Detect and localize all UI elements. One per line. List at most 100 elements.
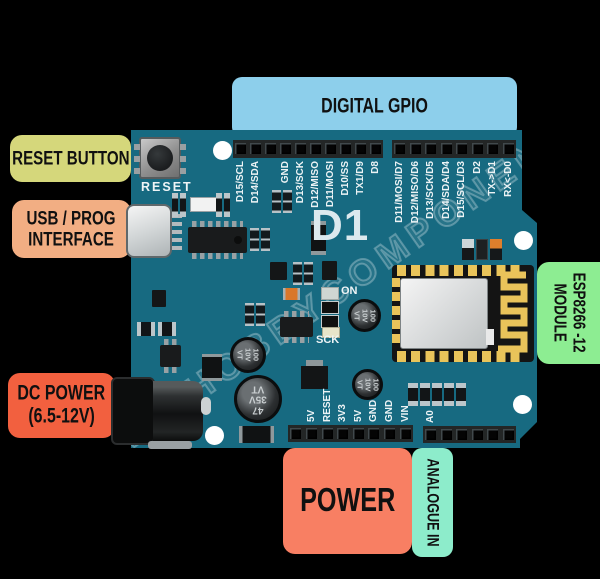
dc-jack-barrel xyxy=(153,381,203,441)
callout-dc-power: DC POWER (6.5-12V) xyxy=(8,373,115,438)
pin-hole xyxy=(471,429,483,440)
pin-hole xyxy=(440,429,452,440)
dc-jack-pin xyxy=(201,397,211,415)
smd-fuse xyxy=(283,288,300,300)
smd-resistor xyxy=(137,322,155,336)
pin-hole xyxy=(352,428,364,439)
pin-label-d10-ss: D10/SS xyxy=(340,161,351,196)
callout-esp8266-module: ESP8266 -12 MODULE xyxy=(537,262,600,364)
pin-label-d12-miso: D12/MISO xyxy=(310,161,321,208)
pin-hole xyxy=(355,143,366,154)
module-metal-shield xyxy=(400,278,488,349)
smd-capacitor xyxy=(408,383,418,406)
pin-header-digital-left xyxy=(233,140,383,158)
dc-jack-tab xyxy=(148,441,192,449)
pin-label-d11-mosi: D11/MOSI xyxy=(325,161,336,208)
sot23-transistor xyxy=(322,261,337,280)
smd-capacitor-orange xyxy=(490,239,502,260)
smd-resistor xyxy=(216,193,222,217)
reset-silkscreen: RESET xyxy=(141,180,193,194)
pcb-antenna-icon xyxy=(498,271,528,353)
pin-label-gnd: GND xyxy=(280,161,291,184)
callout-analogue-in: ANALOGUE IN xyxy=(412,448,453,557)
pin-hole xyxy=(502,143,514,154)
smd-resistor xyxy=(172,193,178,217)
usb-serial-chip xyxy=(188,221,247,259)
smd-resistor xyxy=(158,322,176,336)
pin-hole xyxy=(399,428,411,439)
smd-capacitor xyxy=(283,190,292,213)
callout-esp-line1: ESP8266 -12 xyxy=(569,273,589,353)
smd-capacitor xyxy=(444,383,454,406)
callout-dc-line1: DC POWER xyxy=(17,381,106,406)
sck-silkscreen: SCK xyxy=(316,334,340,346)
callout-power: POWER xyxy=(283,448,412,554)
pin-hole xyxy=(290,428,302,439)
mounting-hole xyxy=(512,394,532,414)
pin-hole xyxy=(440,143,452,154)
board-title-silkscreen: D1 xyxy=(311,201,370,250)
smd-capacitor xyxy=(304,262,313,285)
sot6-chip xyxy=(160,339,181,373)
capacitor-47uf: 47 35V VT xyxy=(232,375,284,423)
pin-hole xyxy=(337,428,349,439)
dc-jack-face xyxy=(111,377,155,445)
callout-reset-button: RESET BUTTON xyxy=(10,135,131,182)
power-led xyxy=(321,287,339,300)
silkscreen-patch xyxy=(476,472,522,502)
pin-hole xyxy=(456,429,468,440)
pin-label-rx-d0: RX<-D0 xyxy=(502,161,514,197)
sot23-transistor xyxy=(270,262,287,280)
module-pads xyxy=(392,278,400,348)
pin-label-3v3: 3V3 xyxy=(337,404,349,422)
on-silkscreen: ON xyxy=(341,285,358,297)
callout-digital-gpio: DIGITAL GPIO xyxy=(232,77,517,137)
pin-hole xyxy=(487,429,499,440)
pin-hole xyxy=(310,143,321,154)
smd-capacitor xyxy=(256,303,265,326)
callout-usb-prog-interface: USB / PROG INTERFACE xyxy=(12,200,131,258)
pin-label-d14-sda-d4: D14/SDA/D4 xyxy=(440,161,452,219)
pin-hole xyxy=(384,428,396,439)
pin-hole xyxy=(280,143,291,154)
mounting-hole xyxy=(204,425,224,445)
smd-capacitor xyxy=(432,383,442,406)
smd-capacitor xyxy=(293,262,302,285)
pin-hole xyxy=(502,429,514,440)
pin-hole xyxy=(409,143,421,154)
pin-label-d11-mosi-d7: D11/MOSI/D7 xyxy=(394,161,406,223)
esp8266-module xyxy=(392,265,534,362)
pin-label-5v: 5V xyxy=(352,409,364,422)
pin-label-gnd: GND xyxy=(384,399,396,422)
pin-hole xyxy=(471,143,483,154)
callout-reset-button-text: RESET BUTTON xyxy=(11,146,130,169)
pin-label-gnd: GND xyxy=(368,399,380,422)
smd-capacitor xyxy=(272,190,281,213)
module-smd xyxy=(486,329,494,345)
smd-capacitor xyxy=(420,383,430,406)
smd-capacitor xyxy=(245,303,254,326)
micro-usb-connector xyxy=(126,204,172,258)
smd-capacitor xyxy=(250,228,259,251)
pin-hole xyxy=(265,143,276,154)
pin-hole xyxy=(456,143,468,154)
pin-hole xyxy=(325,143,336,154)
mounting-hole xyxy=(212,140,232,160)
pin-label-d13-sck: D13/SCK xyxy=(295,161,306,204)
pin-hole xyxy=(368,428,380,439)
smd-diode xyxy=(239,426,274,443)
pin-hole xyxy=(370,143,381,154)
pin-hole xyxy=(235,143,246,154)
callout-power-text: POWER xyxy=(299,482,396,519)
pin-hole xyxy=(394,143,406,154)
soic8-chip xyxy=(280,311,313,343)
pin-hole xyxy=(295,143,306,154)
usb-pin xyxy=(172,238,182,242)
module-pads xyxy=(397,265,525,276)
module-pads xyxy=(397,351,525,362)
capacitor-100uf: 100 10V VT xyxy=(346,299,383,332)
usb-pin xyxy=(172,246,182,250)
pin-hole xyxy=(425,429,437,440)
smd-resistor xyxy=(321,301,339,314)
